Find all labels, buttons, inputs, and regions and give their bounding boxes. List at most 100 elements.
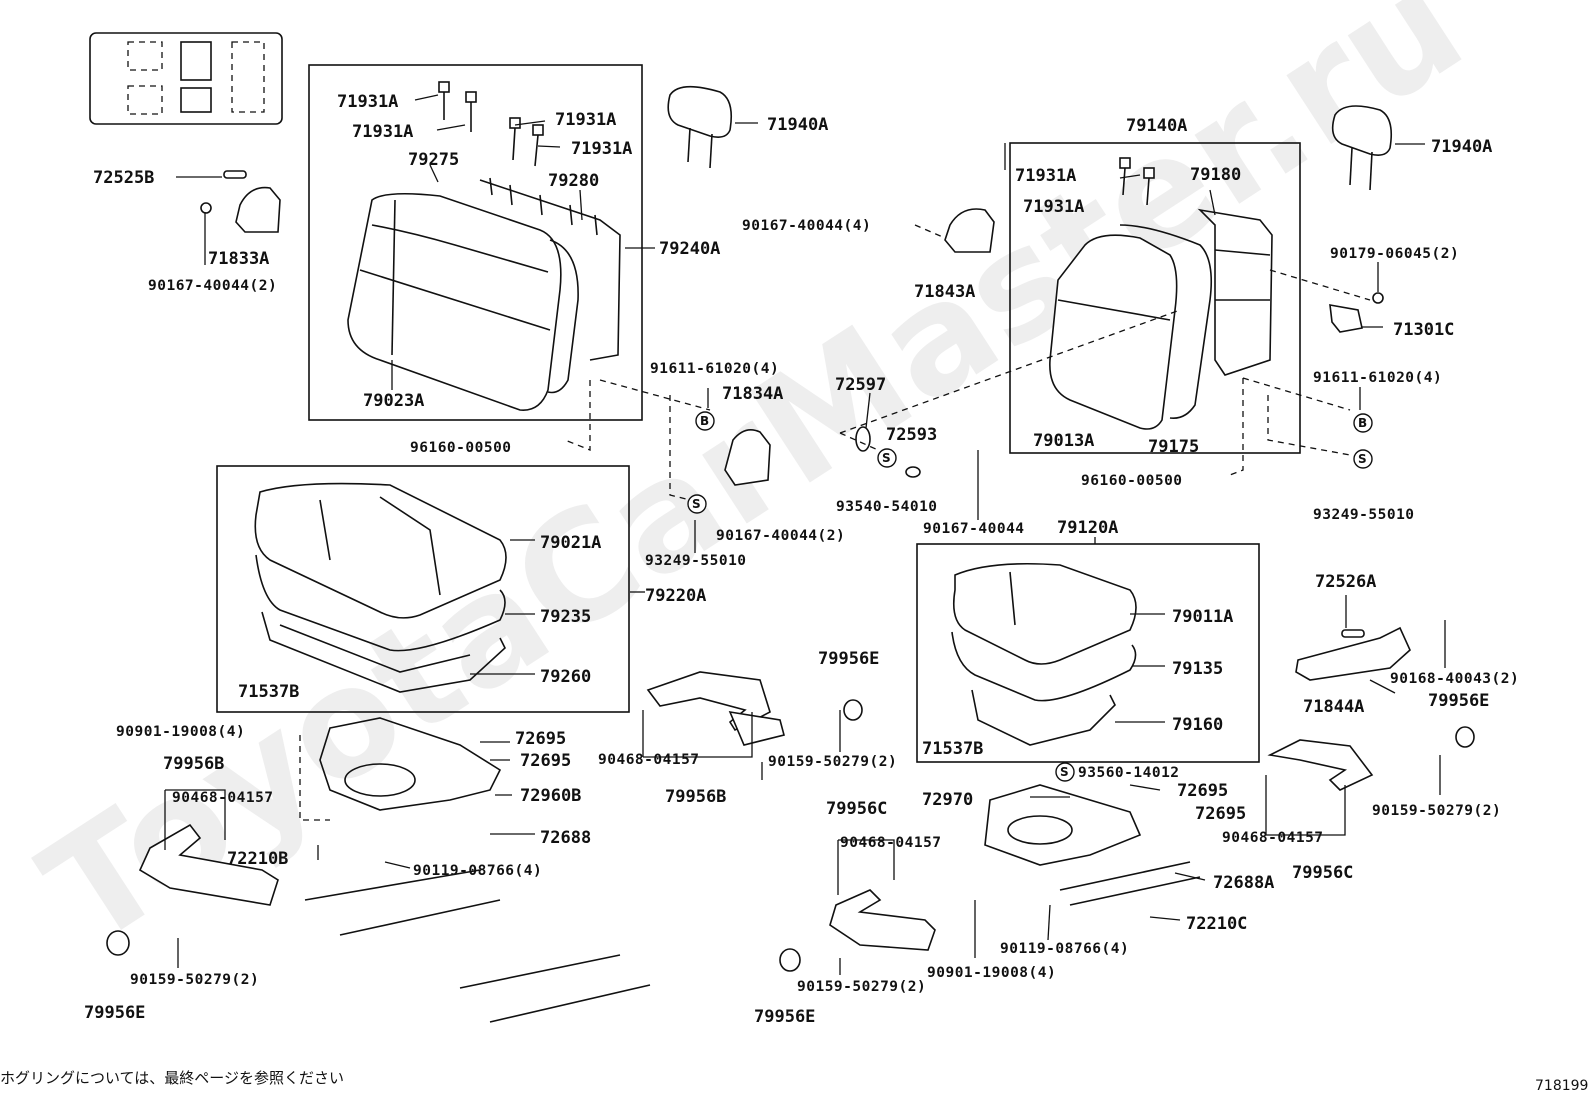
callout-s-left: S	[687, 494, 707, 514]
label-90119-08766-4: 90119-08766(4)	[1000, 941, 1129, 957]
callout-s-center: S	[877, 448, 897, 468]
callout-b-right: B	[1353, 413, 1373, 433]
seatback-79023A	[347, 192, 562, 411]
label-72525B: 72525B	[93, 168, 154, 188]
cushion-79011A	[952, 562, 1137, 665]
label-90468-04157: 90468-04157	[598, 752, 700, 768]
label-79956E: 79956E	[1428, 691, 1489, 711]
label-71537B: 71537B	[922, 739, 983, 759]
label-72526A: 72526A	[1315, 572, 1376, 592]
headrest-guides-71931A	[438, 81, 544, 167]
diagram-id: 718199	[1535, 1078, 1588, 1094]
label-90901-19008-4: 90901-19008(4)	[927, 965, 1056, 981]
label-90159-50279-2: 90159-50279(2)	[768, 754, 897, 770]
location-key-inset	[89, 32, 283, 125]
label-79956B: 79956B	[665, 787, 726, 807]
label-79160: 79160	[1172, 715, 1223, 735]
label-72960B: 72960B	[520, 786, 581, 806]
cushion-pad-79135	[951, 631, 1137, 702]
label-71301C: 71301C	[1393, 320, 1454, 340]
cushion-frame-79260	[261, 611, 506, 693]
label-79956E: 79956E	[818, 649, 879, 669]
callout-b-left: B	[695, 411, 715, 431]
label-71843A: 71843A	[914, 282, 975, 302]
label-72688A: 72688A	[1213, 873, 1274, 893]
cushion-79021A	[254, 482, 507, 619]
label-79956C: 79956C	[826, 799, 887, 819]
headrest-71940A-left	[667, 85, 733, 169]
label-90468-04157: 90468-04157	[1222, 830, 1324, 846]
label-93249-55010: 93249-55010	[1313, 507, 1415, 523]
track-cover-79956C-left	[829, 889, 936, 951]
label-71940A: 71940A	[767, 115, 828, 135]
label-90159-50279-2: 90159-50279(2)	[130, 972, 259, 988]
seatback-frame-79280	[479, 177, 621, 394]
hinge-cover-71833A	[200, 170, 281, 233]
label-71931A: 71931A	[337, 92, 398, 112]
label-91611-61020-4: 91611-61020(4)	[1313, 370, 1442, 386]
leader-lines	[164, 94, 1446, 975]
svg-text:S: S	[692, 497, 701, 511]
seatback-assembly-box	[308, 64, 643, 421]
label-72970: 72970	[922, 790, 973, 810]
cap-79956E	[106, 699, 1475, 972]
svg-text:S: S	[1358, 452, 1367, 466]
label-79956E: 79956E	[84, 1003, 145, 1023]
clip-72597	[855, 426, 921, 478]
label-90159-50279-2: 90159-50279(2)	[1372, 803, 1501, 819]
headrest-guides-right	[1119, 157, 1155, 206]
label-79956C: 79956C	[1292, 863, 1353, 883]
part-labels: 71931A 71931A 71931A 71931A 71931A 71931…	[84, 92, 1519, 1027]
armrest-71844A	[1295, 626, 1411, 681]
label-72688: 72688	[540, 828, 591, 848]
label-93560-14012: 93560-14012	[1078, 765, 1180, 781]
label-90901-19008-4: 90901-19008(4)	[116, 724, 245, 740]
right-cushion-box	[916, 543, 1260, 763]
label-96160-00500: 96160-00500	[410, 440, 512, 456]
label-72695: 72695	[1195, 804, 1246, 824]
label-71931A: 71931A	[571, 139, 632, 159]
label-79220A: 79220A	[645, 586, 706, 606]
cushion-pad-79235	[255, 554, 506, 652]
label-71833A: 71833A	[208, 249, 269, 269]
label-79260: 79260	[540, 667, 591, 687]
seatback-79013A	[1049, 224, 1213, 430]
label-93540-54010: 93540-54010	[836, 499, 938, 515]
label-72695: 72695	[1177, 781, 1228, 801]
callout-s-bottom: S	[1055, 762, 1075, 782]
label-90167-40044-2: 90167-40044(2)	[716, 528, 845, 544]
label-90179-06045-2: 90179-06045(2)	[1330, 246, 1459, 262]
right-seatback-box	[1009, 142, 1301, 454]
label-72695: 72695	[520, 751, 571, 771]
seat-track-72970	[984, 784, 1201, 906]
cushion-frame-79160	[971, 689, 1116, 746]
label-90167-40044-2: 90167-40044(2)	[148, 278, 277, 294]
svg-text:S: S	[1060, 765, 1069, 779]
label-72210C: 72210C	[1186, 914, 1247, 934]
label-91611-61020-4: 91611-61020(4)	[650, 361, 779, 377]
label-79956B: 79956B	[163, 754, 224, 774]
svg-text:B: B	[1358, 416, 1367, 430]
cushion-assembly-box	[216, 465, 630, 713]
seatback-frame-79180	[1197, 208, 1273, 376]
track-cover-79956B-right	[646, 671, 785, 746]
footer-note: ホグリングについては、最終ページを参照ください	[0, 1069, 344, 1087]
label-72695: 72695	[515, 729, 566, 749]
label-71931A: 71931A	[1015, 166, 1076, 186]
label-90159-50279-2: 90159-50279(2)	[797, 979, 926, 995]
label-79021A: 79021A	[540, 533, 601, 553]
label-90167-40044-4: 90167-40044(4)	[742, 218, 871, 234]
label-72593: 72593	[886, 425, 937, 445]
label-90468-04157: 90468-04157	[840, 835, 942, 851]
label-71537B: 71537B	[238, 682, 299, 702]
label-71844A: 71844A	[1303, 697, 1364, 717]
track-cover-79956C-right	[1267, 739, 1374, 791]
label-79120A: 79120A	[1057, 518, 1118, 538]
label-79235: 79235	[540, 607, 591, 627]
svg-text:S: S	[882, 451, 891, 465]
label-71931A: 71931A	[352, 122, 413, 142]
label-96160-00500: 96160-00500	[1081, 473, 1183, 489]
label-90168-40043-2: 90168-40043(2)	[1390, 671, 1519, 687]
label-93249-55010: 93249-55010	[645, 553, 747, 569]
